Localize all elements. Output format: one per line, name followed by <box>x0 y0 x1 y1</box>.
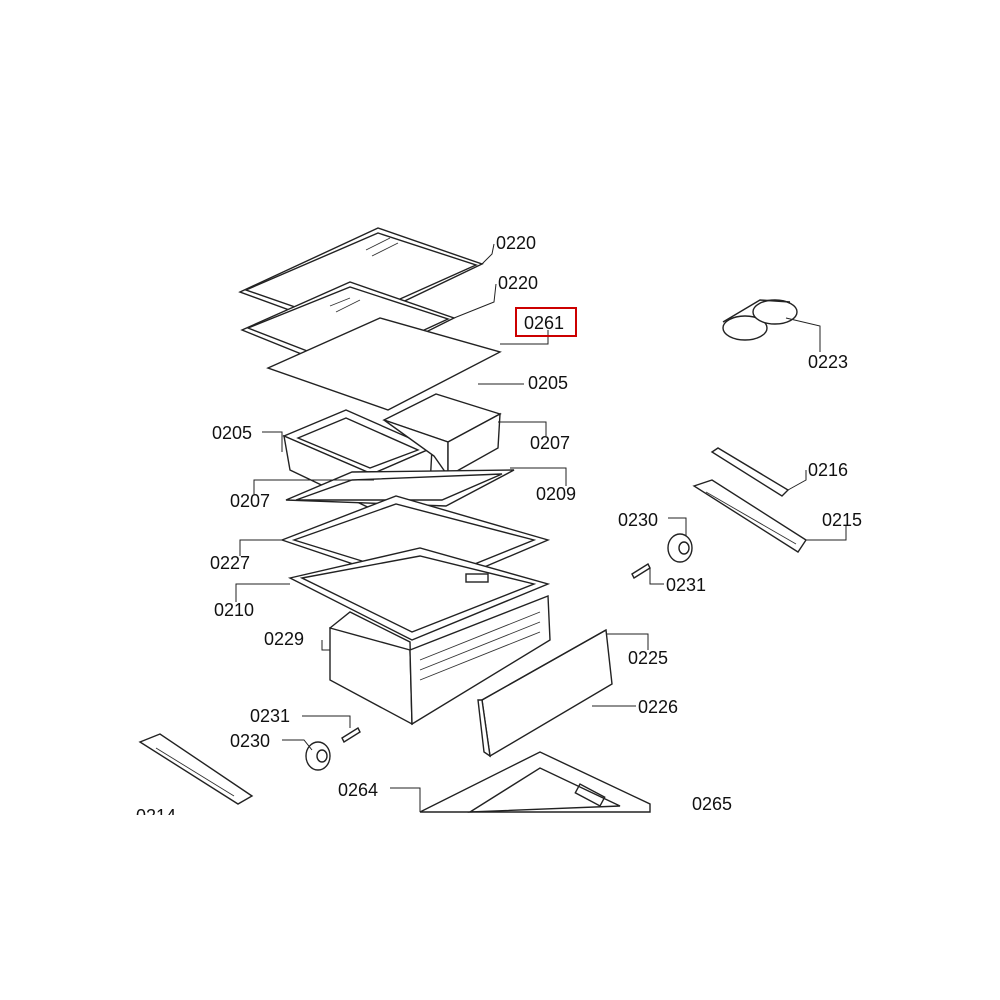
roller-0230-left <box>305 741 331 771</box>
label-0223: 0223 <box>808 352 848 372</box>
label-0230-right: 0230 <box>618 510 658 530</box>
crisper-box-0229 <box>328 594 551 726</box>
label-0216: 0216 <box>808 460 848 480</box>
label-0210: 0210 <box>214 600 254 620</box>
label-0220-second: 0220 <box>498 273 538 293</box>
label-0227: 0227 <box>210 553 250 573</box>
pin-0231-left <box>341 726 361 744</box>
label-0209: 0209 <box>536 484 576 504</box>
roller-0230-right <box>667 533 693 563</box>
label-0264: 0264 <box>338 780 378 800</box>
label-0215: 0215 <box>822 510 862 530</box>
highlight-box-0261 <box>515 307 577 337</box>
frame-0210 <box>287 547 551 641</box>
cover-plate-0261 <box>266 317 502 411</box>
label-0205-right: 0205 <box>528 373 568 393</box>
leader-lines <box>235 243 847 812</box>
rail-0214 <box>138 733 254 805</box>
label-0265: 0265 <box>692 794 732 814</box>
pin-0231-right <box>631 562 651 580</box>
label-0225: 0225 <box>628 648 668 668</box>
drawer-0205-right <box>382 393 502 479</box>
label-0226: 0226 <box>638 697 678 717</box>
label-0229: 0229 <box>264 629 304 649</box>
rail-0215 <box>692 479 807 553</box>
clip-0223 <box>722 299 798 341</box>
label-0261: 0261 <box>524 313 564 333</box>
label-0231-left: 0231 <box>250 706 290 726</box>
label-0230-left: 0230 <box>230 731 270 751</box>
label-0220-top: 0220 <box>496 233 536 253</box>
trim-strip-0225 <box>481 629 607 701</box>
lower-drawer-0264 <box>419 751 651 813</box>
label-0207-right: 0207 <box>530 433 570 453</box>
label-0205-left: 0205 <box>212 423 252 443</box>
label-0207-left: 0207 <box>230 491 270 511</box>
part-labels: 0220 0220 0261 0205 0205 0207 0209 0207 … <box>136 233 862 826</box>
label-0231-right: 0231 <box>666 575 706 595</box>
bottom-crop <box>0 815 1000 1000</box>
